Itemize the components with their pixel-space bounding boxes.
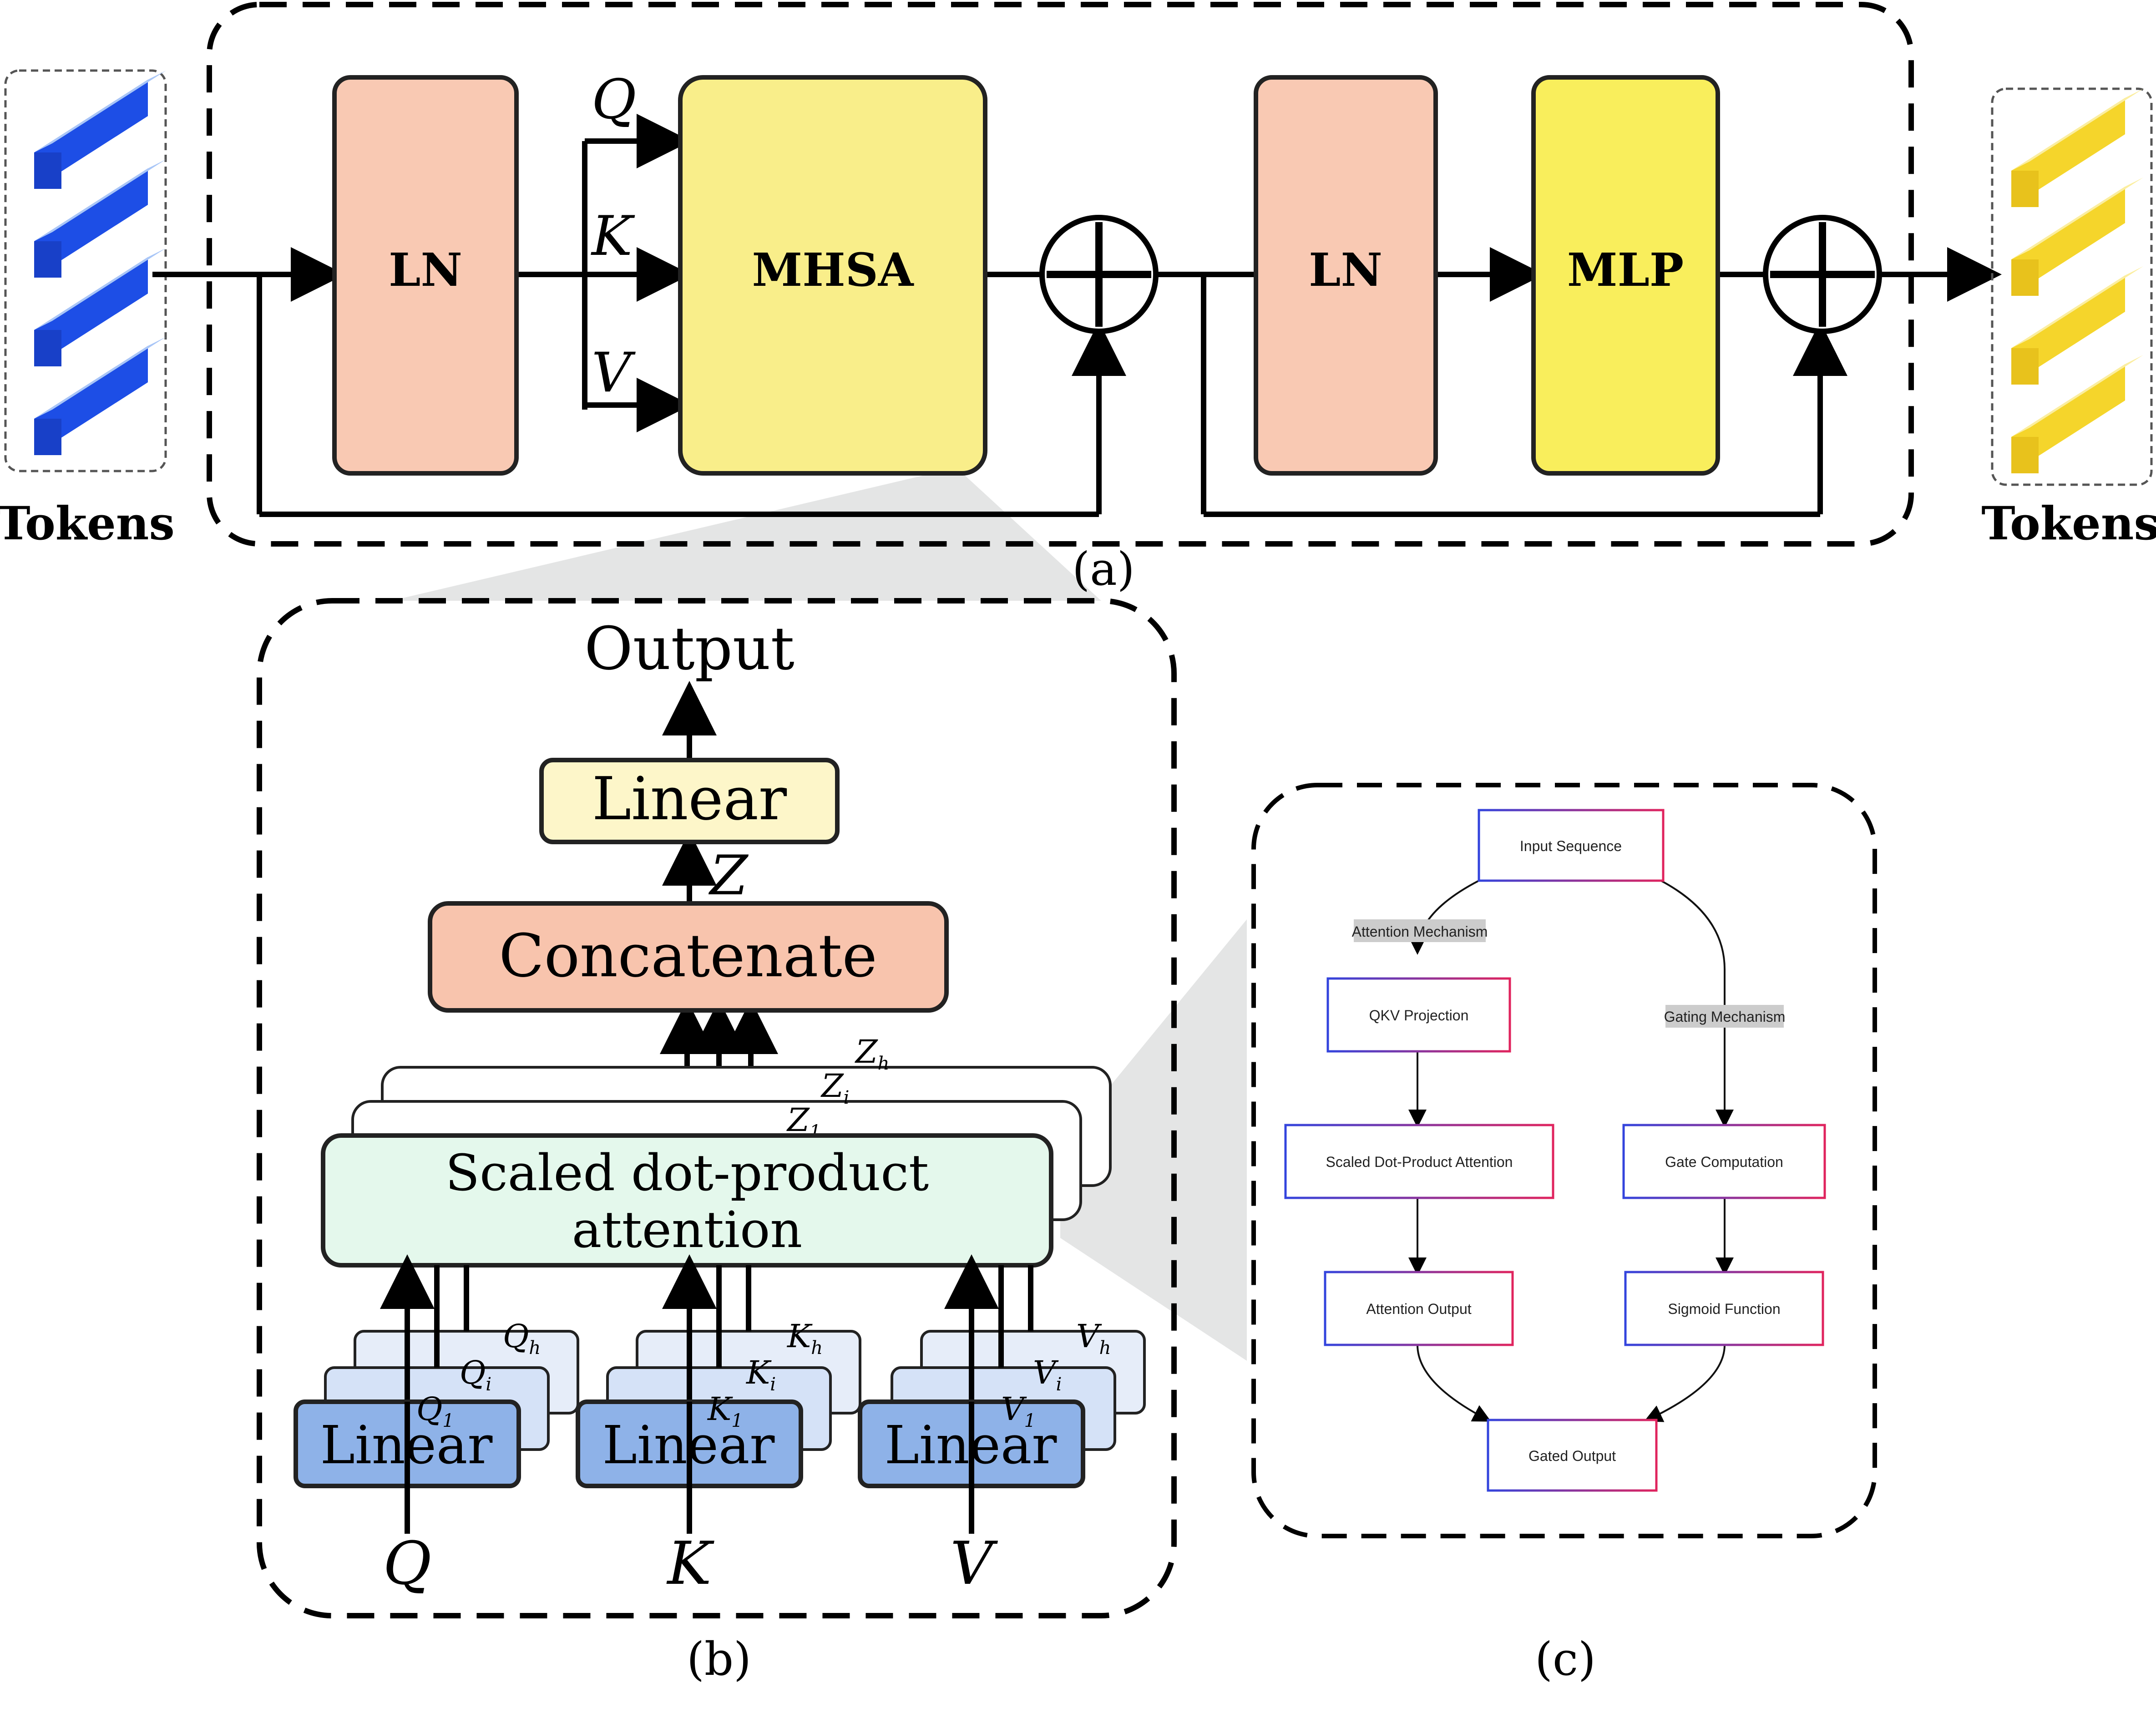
node-input-sequence (1478, 809, 1665, 882)
k-1-label: K1 (707, 1390, 743, 1431)
q-h-label: Qh (503, 1318, 541, 1359)
token-cube-blue (34, 337, 166, 455)
mlp-block (1531, 75, 1720, 476)
node-qkv-projection (1326, 977, 1511, 1053)
node-gated-output-label: Gated Output (1528, 1448, 1616, 1464)
node-gate-computation-label: Gate Computation (1665, 1154, 1783, 1170)
sdpa-label-line1: Scaled dot-product (445, 1144, 929, 1202)
sdpa-label-line2: attention (572, 1201, 802, 1259)
k-input-label: K (591, 205, 635, 268)
node-scaled-dot-product (1284, 1124, 1554, 1199)
mhsa-block-label: MHSA (752, 243, 914, 297)
panel-a: Tokens LN MHSA Q K V (0, 2, 2156, 596)
node-gated-output (1487, 1419, 1658, 1492)
tokens-output-group: Tokens (1981, 87, 2156, 550)
output-linear-block (539, 758, 840, 844)
attention-mechanism-label: Attention Mechanism (1352, 923, 1488, 940)
node-attention-output (1324, 1271, 1514, 1346)
panel-b-caption: (b) (687, 1633, 751, 1686)
callout-a-to-b (391, 471, 1101, 601)
input-k-label: K (666, 1529, 714, 1598)
linear-to-sdpa-arrows (380, 1254, 1033, 1402)
panel-b: Output Linear Z Concatenate Zh Zi Z1 Sca… (257, 598, 1177, 1686)
panel-a-caption: (a) (1072, 543, 1135, 596)
tokens-input-label: Tokens (0, 497, 175, 550)
add-node-2 (1763, 215, 1882, 334)
input-lines (405, 1486, 974, 1534)
ln-block-1 (332, 75, 519, 476)
callout-b-to-c (1060, 919, 1247, 1361)
ln-block-2 (1254, 75, 1438, 476)
node-attention-output-label: Attention Output (1366, 1301, 1471, 1317)
q-input-label: Q (592, 68, 636, 132)
q-i-label: Qi (460, 1354, 491, 1395)
output-linear-label: Linear (592, 764, 787, 833)
gating-mechanism-label-bg (1665, 1005, 1784, 1028)
z-i-label: Zi (820, 1067, 849, 1108)
callout-shapes (391, 471, 1247, 1361)
linear-front-inner-arrows (405, 1402, 974, 1486)
token-cube-yellow (2011, 266, 2143, 385)
tokens-output-label: Tokens (1981, 497, 2156, 550)
node-sigmoid-function-label: Sigmoid Function (1668, 1301, 1780, 1317)
linear-k-label: Linear (602, 1415, 775, 1476)
input-v-label: V (950, 1529, 998, 1598)
input-q-label: Q (383, 1529, 432, 1598)
mhsa-block (678, 75, 987, 476)
panel-b-frame (257, 598, 1177, 1618)
v-i-label: Vi (1033, 1354, 1062, 1395)
concatenate-block (428, 901, 949, 1013)
output-label: Output (584, 614, 795, 683)
linear-q-label: Linear (320, 1415, 493, 1476)
z-label: Z (708, 844, 749, 908)
k-h-label: Kh (786, 1318, 823, 1359)
gating-mechanism-label: Gating Mechanism (1664, 1009, 1786, 1025)
panel-a-connectors (152, 114, 2002, 517)
node-gate-computation (1622, 1124, 1826, 1199)
tokens-output-frame (1991, 87, 2153, 486)
q-1-label: Q1 (416, 1390, 454, 1431)
v-1-label: V1 (1001, 1390, 1036, 1431)
concatenate-label: Concatenate (499, 921, 877, 990)
ln-block-2-label: LN (1309, 243, 1382, 297)
token-cube-blue (34, 159, 166, 278)
tokens-input-group: Tokens (0, 69, 175, 550)
node-scaled-dot-product-label: Scaled Dot-Product Attention (1326, 1154, 1513, 1170)
token-cube-yellow (2011, 177, 2143, 296)
v-h-label: Vh (1076, 1318, 1111, 1359)
token-cube-blue (34, 248, 166, 366)
node-qkv-projection-label: QKV Projection (1369, 1007, 1469, 1024)
tokens-input-frame (4, 69, 167, 472)
token-cube-yellow (2011, 355, 2143, 473)
panel-c-frame (1251, 783, 1877, 1538)
panel-c-caption: (c) (1535, 1633, 1596, 1686)
v-input-label: V (592, 341, 636, 405)
panel-c: Attention Mechanism Gating Mechanism Inp… (1251, 783, 1877, 1686)
node-sigmoid-function (1624, 1271, 1824, 1346)
linear-v-label: Linear (885, 1415, 1057, 1476)
mlp-block-label: MLP (1567, 243, 1684, 297)
attention-mechanism-label-bg (1354, 919, 1486, 942)
token-cube-blue (34, 71, 166, 189)
z-h-label: Zh (855, 1033, 889, 1074)
add-node-1 (1039, 215, 1159, 334)
panel-a-frame (207, 2, 1914, 547)
k-i-label: Ki (745, 1354, 776, 1395)
token-cube-yellow (2011, 89, 2143, 207)
ln-block-1-label: LN (389, 243, 462, 297)
z-1-label: Z1 (786, 1101, 821, 1142)
node-input-sequence-label: Input Sequence (1520, 838, 1622, 854)
